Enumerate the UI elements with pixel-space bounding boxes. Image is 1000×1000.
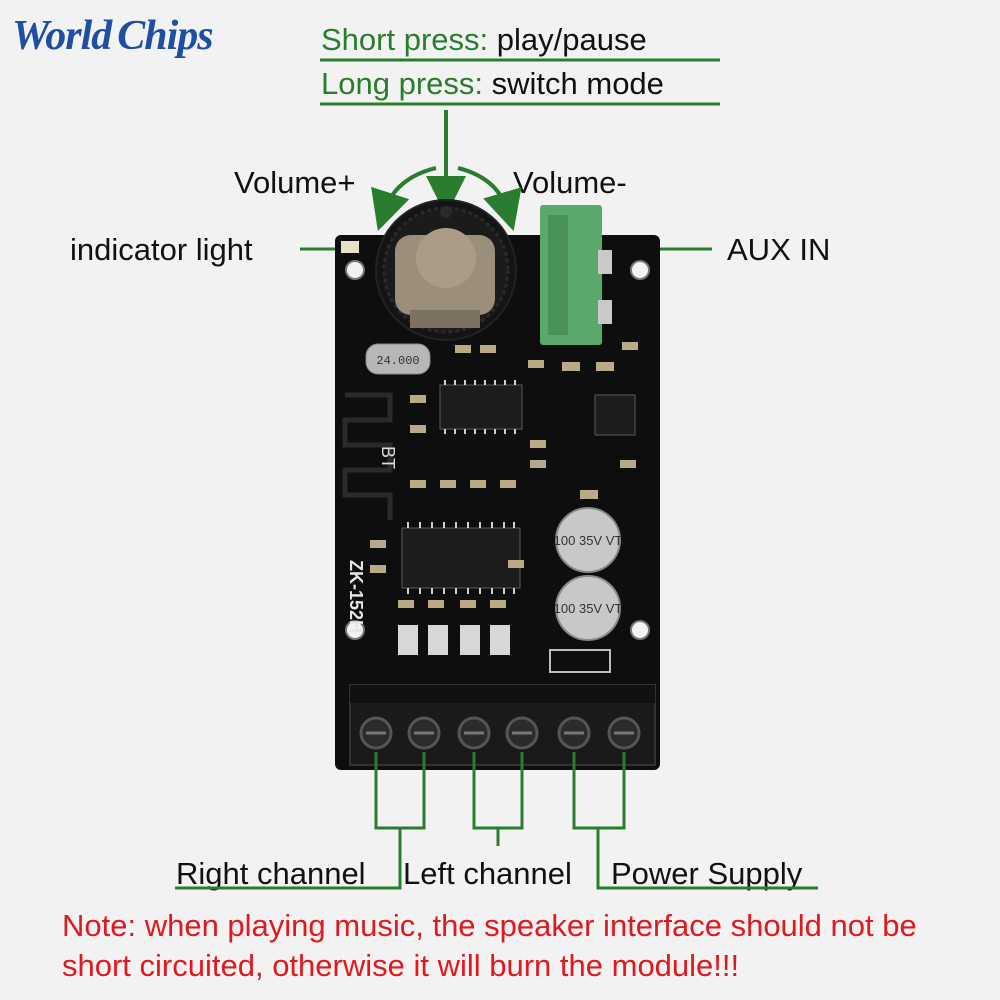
crystal-text: 24.000 [376, 354, 419, 368]
right-channel-bracket [374, 752, 426, 830]
logo-word-chips: Chips [117, 13, 213, 59]
capacitor-2: 100 35V VT [554, 575, 623, 641]
terminal-screw [359, 716, 393, 750]
long-press-key: Long press: [321, 66, 483, 101]
short-press-label: Short press: play/pause [321, 22, 647, 58]
screw-terminals [359, 716, 641, 750]
volume-plus-label: Volume+ [234, 165, 356, 200]
indicator-led [341, 241, 359, 253]
capacitor-2-text: 100 35V VT [554, 601, 623, 616]
logo-word-world: World [12, 13, 112, 59]
long-press-action: switch mode [491, 66, 664, 101]
terminal-block [349, 684, 656, 766]
power-supply-label: Power Supply [611, 856, 803, 891]
aux-in-label: AUX IN [727, 232, 831, 267]
warning-note: Note: when playing music, the speaker in… [62, 908, 917, 983]
right-channel-label: Right channel [176, 856, 366, 891]
power-bracket [572, 752, 626, 830]
terminal-screw [505, 716, 539, 750]
terminal-screw [407, 716, 441, 750]
crystal-oscillator [365, 343, 431, 375]
left-channel-label: Left channel [403, 856, 572, 891]
indicator-light-label: indicator light [70, 232, 253, 267]
terminal-screw [457, 716, 491, 750]
amplifier-board: 24.000 BT 100 35V VT 10 [335, 199, 660, 770]
capacitor-1-text: 100 35V VT [554, 533, 623, 548]
aux-jack [540, 205, 612, 345]
smd-components [370, 342, 638, 608]
capacitor-1: 100 35V VT [554, 507, 623, 573]
terminal-screw [557, 716, 591, 750]
rotary-knob [375, 199, 517, 341]
chip-amplifier [401, 527, 521, 589]
bt-antenna [342, 392, 393, 520]
left-channel-bracket [472, 752, 524, 830]
chip-regulator [594, 394, 636, 436]
model-silkscreen: ZK-152H [346, 560, 366, 633]
short-press-key: Short press: [321, 22, 489, 57]
long-press-label: Long press: switch mode [321, 66, 664, 102]
diode-d2 [549, 649, 611, 673]
inductors [398, 625, 510, 655]
volume-minus-label: Volume- [513, 165, 627, 200]
terminal-screw [607, 716, 641, 750]
short-press-action: play/pause [496, 22, 647, 57]
volume-plus-arrow [371, 166, 437, 232]
bt-silkscreen: BT [378, 446, 398, 469]
chip-bluetooth [439, 384, 523, 430]
volume-minus-arrow [457, 166, 522, 232]
